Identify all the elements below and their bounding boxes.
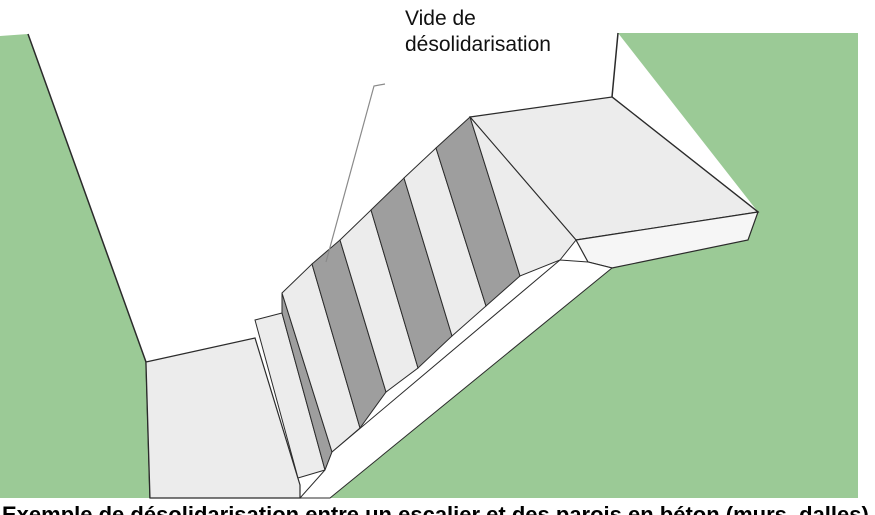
annotation-leader — [325, 83, 386, 263]
stair-underside — [298, 259, 614, 499]
annotation-line-2: désolidarisation — [405, 33, 551, 56]
bottom-landing — [145, 337, 301, 499]
left-wall — [0, 34, 150, 498]
annotation-label: Vide de désolidarisation — [405, 6, 551, 58]
top-landing-side — [575, 211, 759, 269]
stair-steps — [254, 116, 577, 479]
annotation-line-1: Vide de — [405, 7, 476, 30]
figure-caption: Exemple de désolidarisation entre un esc… — [2, 502, 869, 515]
right-wall — [330, 33, 858, 498]
